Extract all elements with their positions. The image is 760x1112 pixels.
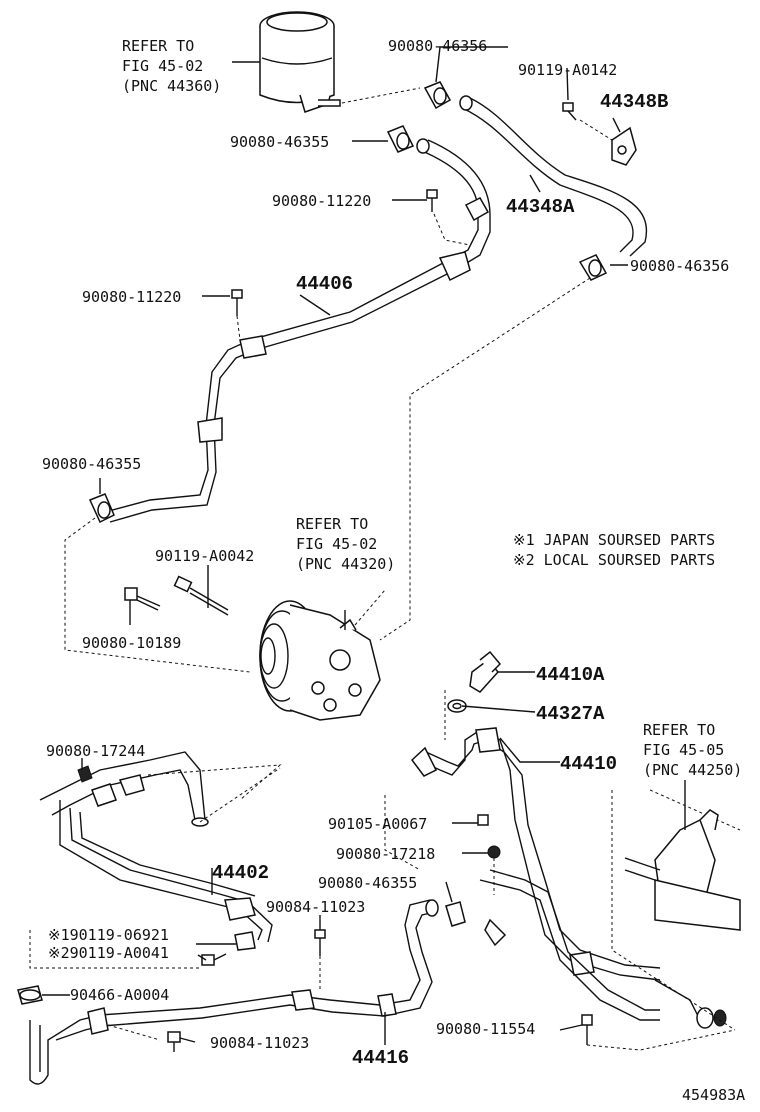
- reservoir-tank: [259, 11, 341, 113]
- part-label-90080-11220-left: 90080-11220: [82, 288, 181, 306]
- part-label-90105-A0067: 90105-A0067: [328, 815, 427, 833]
- clamp-90080-46355-bottom: [445, 901, 466, 927]
- pipe-44402: [39, 751, 273, 951]
- bolt-90119-A0042: [173, 575, 229, 616]
- part-label-90080-11554: 90080-11554: [436, 1020, 535, 1038]
- bolt-90084-11023-top: [314, 929, 326, 956]
- part-label-90119-A0042: 90119-A0042: [155, 547, 254, 565]
- part-label-90080-46355-top: 90080-46355: [230, 133, 329, 151]
- part-label-90084-11023-bottom: 90084-11023: [210, 1034, 309, 1052]
- bracket-44348B: [611, 126, 637, 166]
- bolt-90080-11220-left: [231, 289, 243, 316]
- bolt-90080-11554: [581, 1014, 593, 1045]
- power-steering-pump: [259, 600, 381, 721]
- part-label-90080-11220-top: 90080-11220: [272, 192, 371, 210]
- bolt-90080-10189: [124, 587, 161, 611]
- bolt-90084-11023-bottom: [167, 1031, 181, 1052]
- bolt-90119-A0142: [562, 102, 577, 121]
- part-label-90080-46355-left: 90080-46355: [42, 455, 141, 473]
- note-local-sourced: ※2 LOCAL SOURSED PARTS: [513, 551, 715, 569]
- clamp-90080-46356-top: [423, 81, 452, 110]
- part-label-90080-17218: 90080-17218: [336, 845, 435, 863]
- clamp-90466-A0004: [17, 985, 43, 1005]
- part-label-44410: 44410: [560, 753, 617, 775]
- part-label-90080-17244: 90080-17244: [46, 742, 145, 760]
- part-label-44402: 44402: [212, 862, 269, 884]
- part-label-90119-A0041: ※290119-A0041: [48, 944, 169, 962]
- gear-ref-line3: (PNC 44250): [643, 761, 742, 779]
- part-label-44348A: 44348A: [506, 196, 575, 218]
- part-label-90084-11023-top: 90084-11023: [266, 898, 365, 916]
- part-label-44406: 44406: [296, 273, 353, 295]
- part-label-90119-A0142: 90119-A0142: [518, 61, 617, 79]
- bolt-90105-A0067: [477, 814, 489, 826]
- pipe-44410: [410, 727, 727, 1029]
- bolt-90119-A0041: [201, 953, 227, 966]
- part-label-44416: 44416: [352, 1047, 409, 1069]
- reservoir-ref-line1: REFER TO: [122, 37, 194, 55]
- reservoir-ref-line2: FIG 45-02: [122, 57, 203, 75]
- clamp-90080-46355-left: [88, 493, 115, 524]
- gear-ref-line1: REFER TO: [643, 721, 715, 739]
- part-label-90119-06921: ※190119-06921: [48, 926, 169, 944]
- pump-ref-line3: (PNC 44320): [296, 555, 395, 573]
- part-label-90080-46356-top: 90080-46356: [388, 37, 487, 55]
- part-label-44348B: 44348B: [600, 91, 668, 113]
- leader-lines: [42, 46, 628, 1045]
- pump-ref-line2: FIG 45-02: [296, 535, 377, 553]
- part-label-44410A: 44410A: [536, 664, 605, 686]
- pipe-44406: [104, 197, 491, 523]
- pipe-44416: [29, 899, 439, 1085]
- diagram-id: 454983A: [682, 1086, 745, 1104]
- part-label-90080-46355-bottom: 90080-46355: [318, 874, 417, 892]
- clamp-90080-46355-top: [386, 125, 415, 153]
- pump-ref-line1: REFER TO: [296, 515, 368, 533]
- note-japan-sourced: ※1 JAPAN SOURSED PARTS: [513, 531, 715, 549]
- union-44410A: [469, 650, 502, 693]
- part-label-90080-10189: 90080-10189: [82, 634, 181, 652]
- part-label-90080-46356-right: 90080-46356: [630, 257, 729, 275]
- reservoir-ref-line3: (PNC 44360): [122, 77, 221, 95]
- clamp-90080-46356-right: [578, 254, 608, 281]
- nut-90080-17218: [487, 845, 501, 859]
- gear-ref-line2: FIG 45-05: [643, 741, 724, 759]
- bolt-90080-11220-top: [426, 189, 438, 212]
- hose-44348A: [459, 95, 648, 257]
- part-label-44327A: 44327A: [536, 703, 605, 725]
- part-label-90466-A0004: 90466-A0004: [70, 986, 169, 1004]
- steering-gear-housing: [611, 789, 741, 1031]
